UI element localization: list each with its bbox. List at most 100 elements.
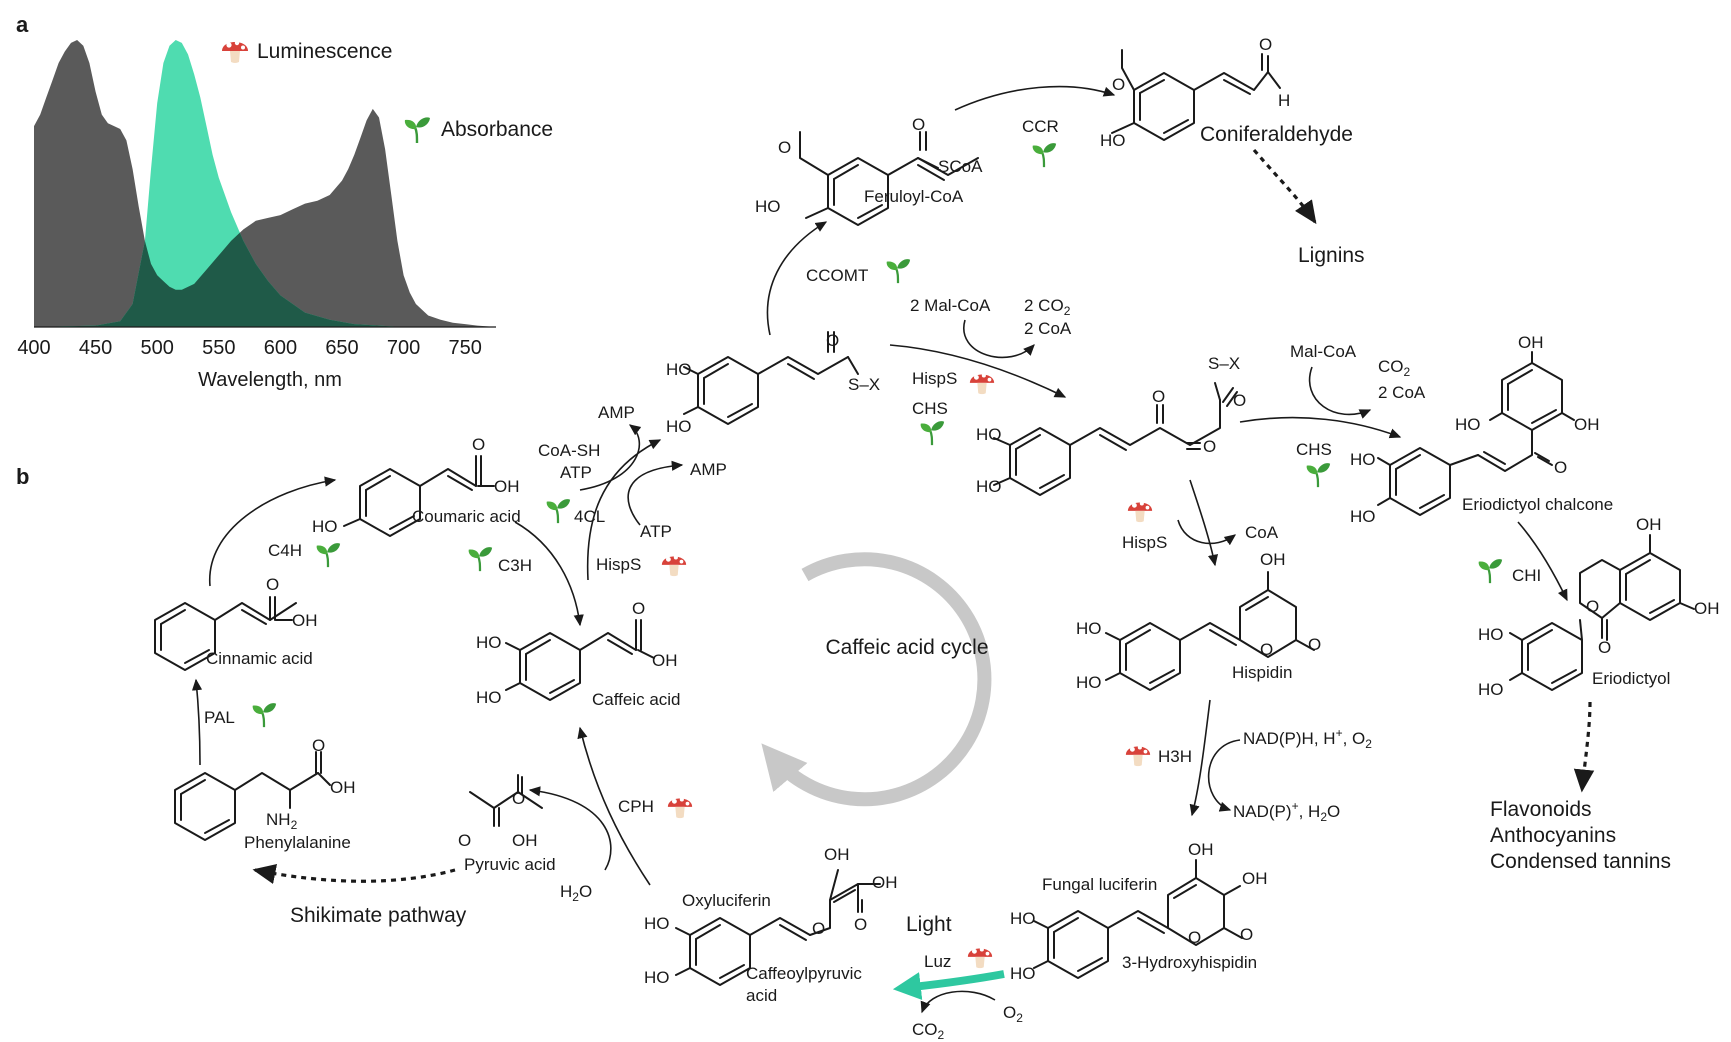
legend-absorbance: Absorbance bbox=[441, 118, 553, 141]
sprout-icon bbox=[1031, 142, 1058, 168]
enzyme-pal: PAL bbox=[204, 708, 235, 727]
arrow-pal bbox=[191, 678, 203, 766]
atom-o: O bbox=[512, 789, 525, 808]
enzyme-c3h: C3H bbox=[498, 556, 532, 575]
atom-ho: HO bbox=[976, 425, 1002, 444]
mushroom-icon bbox=[667, 797, 693, 819]
pyruvic-acid-structure: O O OH bbox=[458, 774, 543, 850]
atom-o: O bbox=[812, 919, 825, 938]
mushroom-icon bbox=[661, 555, 687, 577]
x-tick-label: 750 bbox=[449, 337, 482, 359]
cofactor-mal-coa: Mal-CoA bbox=[1290, 342, 1357, 361]
eriodictyol-structure: OH O OH O HO HO bbox=[1478, 515, 1720, 699]
label-cinnamic-acid: Cinnamic acid bbox=[206, 649, 313, 668]
atom-h: H bbox=[1278, 91, 1290, 110]
atom-oh: OH bbox=[1242, 869, 1268, 888]
arrow-h3h bbox=[1189, 699, 1211, 817]
atom-nh2: NH2 bbox=[266, 810, 298, 832]
label-light: Light bbox=[906, 913, 952, 936]
arrow-c3h bbox=[514, 521, 584, 627]
coumaric-acid-structure: O OH HO bbox=[312, 435, 520, 537]
absorbance-area bbox=[34, 40, 496, 327]
luminescence-area bbox=[34, 40, 496, 327]
arrow-amp-1 bbox=[579, 424, 642, 491]
cofactor-atp-2: ATP bbox=[640, 522, 672, 541]
arrow-c4h bbox=[209, 476, 337, 587]
arrow-malcoa-in bbox=[1309, 366, 1372, 419]
arrow-amp-2 bbox=[627, 460, 684, 526]
cofactor-co2-luz: CO2 bbox=[912, 1020, 945, 1042]
atom-o: O bbox=[1112, 75, 1125, 94]
sprout-icon bbox=[403, 116, 432, 144]
enzyme-hisps-1: HispS bbox=[912, 369, 957, 388]
panel-b: b Caffeic acid cycle O O SCoA HO Feruloy… bbox=[16, 35, 1720, 1042]
atom-o: O bbox=[826, 331, 839, 350]
arrow-pyruvate-out bbox=[528, 786, 612, 871]
cofactor-amp-1: AMP bbox=[598, 403, 635, 422]
arrow-ccr bbox=[954, 85, 1116, 111]
arrow-hisps-chs-1 bbox=[889, 344, 1067, 398]
cofactor-mal-coa-2: 2 Mal-CoA bbox=[910, 296, 991, 315]
atom-ho: HO bbox=[1350, 450, 1376, 469]
mushroom-icon bbox=[1127, 501, 1153, 523]
x-axis-label: Wavelength, nm bbox=[198, 369, 342, 391]
atom-ho: HO bbox=[1478, 625, 1504, 644]
arrow-chs-2 bbox=[1239, 416, 1402, 439]
label-caffeic-acid: Caffeic acid bbox=[592, 690, 681, 709]
tetraketide-structure: O O S–X O HO HO bbox=[976, 354, 1246, 496]
enzyme-hisps-2: HispS bbox=[1122, 533, 1167, 552]
arrow-4cl-hisps bbox=[586, 439, 662, 581]
label-lignins: Lignins bbox=[1298, 244, 1365, 267]
cycle-arrow bbox=[761, 552, 992, 807]
cofactor-h2o: H2O bbox=[560, 882, 592, 904]
atom-o: O bbox=[312, 736, 325, 755]
atom-ho: HO bbox=[666, 417, 692, 436]
legend-luminescence: Luminescence bbox=[257, 40, 392, 63]
atom-ho: HO bbox=[1010, 909, 1036, 928]
x-tick-label: 450 bbox=[79, 337, 112, 359]
mushroom-icon bbox=[1125, 745, 1151, 767]
arrow-chi bbox=[1517, 521, 1568, 602]
arrow-hisps-2 bbox=[1189, 479, 1219, 567]
eriodictyol-chalcone-structure: OH HO OH O HO HO bbox=[1350, 333, 1600, 526]
arrow-cph bbox=[577, 726, 651, 886]
label-coniferaldehyde: Coniferaldehyde bbox=[1200, 123, 1353, 146]
atom-oh: OH bbox=[292, 611, 318, 630]
atom-oh: OH bbox=[1260, 550, 1286, 569]
label-pyruvic-acid: Pyruvic acid bbox=[464, 855, 556, 874]
enzyme-chs-2: CHS bbox=[1296, 440, 1332, 459]
atom-oh: OH bbox=[1188, 840, 1214, 859]
atom-ho: HO bbox=[1100, 131, 1126, 150]
atom-o: O bbox=[912, 115, 925, 134]
atom-ho: HO bbox=[1010, 964, 1036, 983]
enzyme-h3h: H3H bbox=[1158, 747, 1192, 766]
label-coumaric-acid: Coumaric acid bbox=[412, 507, 521, 526]
arrow-ccomt bbox=[766, 221, 828, 336]
sprout-icon bbox=[1477, 558, 1504, 584]
sprout-icon bbox=[919, 420, 946, 446]
atom-o: O bbox=[1188, 928, 1201, 947]
hydroxyhispidin-structure: Fungal luciferin OH OH O O HO HO bbox=[1010, 840, 1268, 983]
caffeoyl-sx-structure: O S–X HO HO bbox=[666, 331, 880, 436]
label-eriodictyol-chalcone: Eriodictyol chalcone bbox=[1462, 495, 1613, 514]
cofactor-nadp: NAD(P)+, H2O bbox=[1233, 799, 1340, 824]
atom-ho: HO bbox=[666, 360, 692, 379]
atom-ho: HO bbox=[644, 968, 670, 987]
cofactor-amp-2: AMP bbox=[690, 460, 727, 479]
sprout-icon bbox=[251, 702, 278, 728]
atom-oh: OH bbox=[1636, 515, 1662, 534]
atom-ho: HO bbox=[476, 688, 502, 707]
arrow-nadph bbox=[1207, 739, 1241, 812]
cofactor-coa-sh: CoA-SH bbox=[538, 441, 600, 460]
atom-o: O bbox=[1598, 638, 1611, 657]
label-shikimate-pathway: Shikimate pathway bbox=[290, 904, 467, 927]
atom-sx: S–X bbox=[1208, 354, 1240, 373]
atom-o: O bbox=[1260, 640, 1273, 659]
atom-sx: S–X bbox=[848, 375, 880, 394]
arrow-luz-light bbox=[892, 970, 1005, 1000]
atom-oh: OH bbox=[872, 873, 898, 892]
x-tick-label: 500 bbox=[141, 337, 174, 359]
